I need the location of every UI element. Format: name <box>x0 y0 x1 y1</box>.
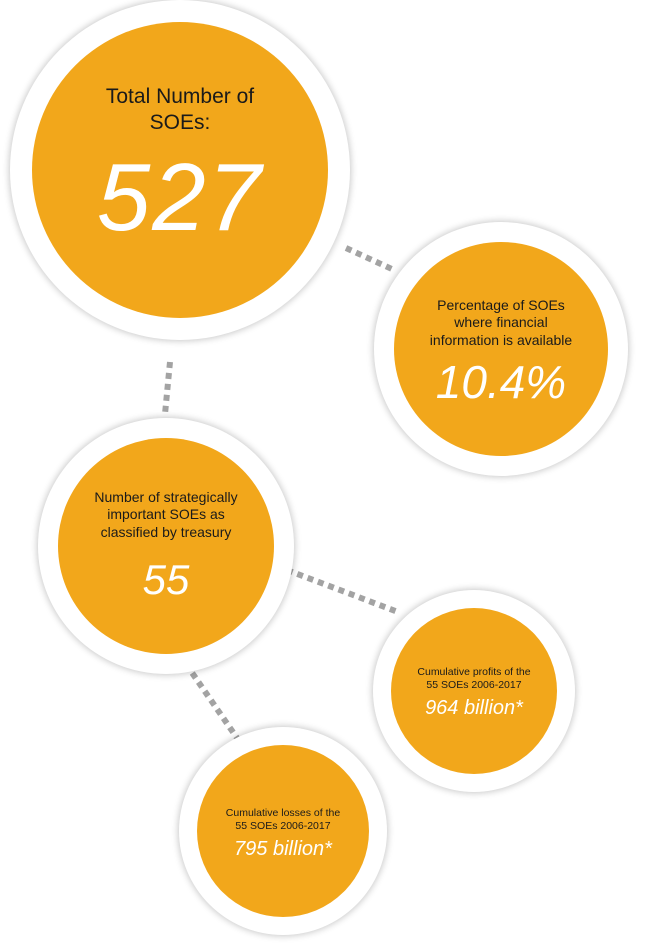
strategic-soes-circle: Number of strategically important SOEs a… <box>58 438 274 654</box>
cumulative-profits-label: Cumulative profits of the 55 SOEs 2006-2… <box>417 666 531 691</box>
financial-info-percentage-label: Percentage of SOEs where financial infor… <box>429 297 573 348</box>
cumulative-losses-circle: Cumulative losses of the 55 SOEs 2006-20… <box>197 745 369 917</box>
financial-info-percentage-value: 10.4% <box>435 355 567 408</box>
financial-info-percentage-circle: Percentage of SOEs where financial infor… <box>394 242 608 456</box>
connector-total-to-percentage <box>344 245 396 273</box>
total-soes-circle: Total Number of SOEs: 527 <box>32 22 328 318</box>
cumulative-profits-circle: Cumulative profits of the 55 SOEs 2006-2… <box>391 608 557 774</box>
total-soes-bubble: Total Number of SOEs: 527 <box>10 0 350 340</box>
cumulative-profits-value: 964 billion* <box>425 696 523 719</box>
financial-info-percentage-bubble: Percentage of SOEs where financial infor… <box>374 222 628 476</box>
strategic-soes-bubble: Number of strategically important SOEs a… <box>38 418 294 674</box>
connector-strategic-to-losses <box>183 662 240 740</box>
total-soes-value: 527 <box>96 143 264 251</box>
strategic-soes-value: 55 <box>142 555 190 603</box>
cumulative-losses-bubble: Cumulative losses of the 55 SOEs 2006-20… <box>179 727 387 935</box>
cumulative-profits-bubble: Cumulative profits of the 55 SOEs 2006-2… <box>373 590 575 792</box>
cumulative-losses-value: 795 billion* <box>234 837 332 860</box>
connector-total-to-strategic <box>162 361 173 415</box>
connector-strategic-to-profits <box>285 567 400 615</box>
strategic-soes-label: Number of strategically important SOEs a… <box>94 489 238 540</box>
cumulative-losses-label: Cumulative losses of the 55 SOEs 2006-20… <box>225 807 341 832</box>
total-soes-label: Total Number of SOEs: <box>105 85 255 134</box>
